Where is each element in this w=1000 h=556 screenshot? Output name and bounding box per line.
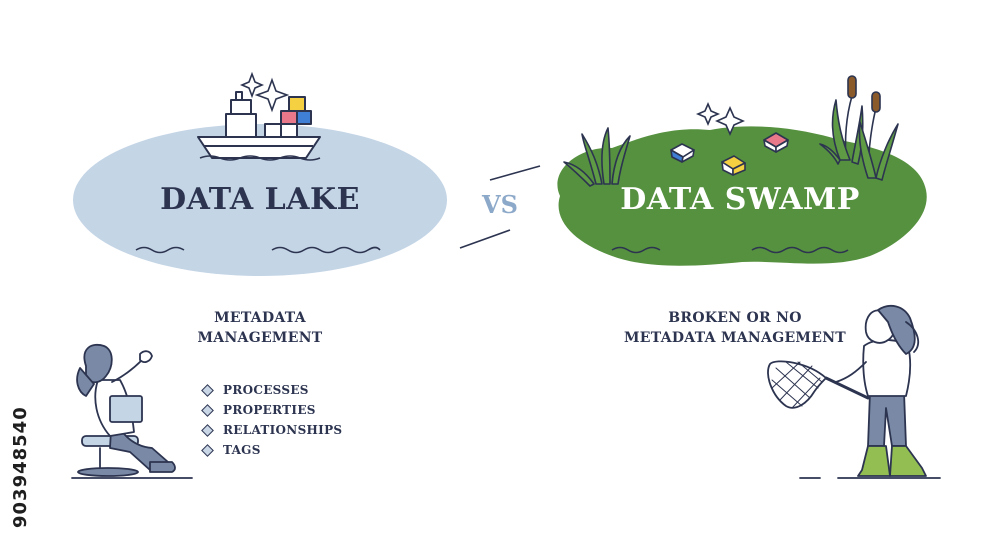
stock-id-text: 903948540 (10, 406, 31, 528)
caption-line: METADATA (214, 310, 306, 326)
diamond-bullet-icon (201, 383, 214, 397)
data-lake-title: DATA LAKE (160, 182, 360, 217)
list-item-label: PROCESSES (223, 383, 309, 397)
swamp-sparkle-icon (695, 101, 745, 136)
lake-waves (135, 246, 381, 254)
caption-line: METADATA MANAGEMENT (623, 330, 847, 346)
caption-line: MANAGEMENT (197, 330, 323, 346)
cattail-icon (819, 75, 899, 181)
list-item: TAGS (201, 440, 342, 460)
sparkle-icon (239, 71, 290, 113)
person-on-chair-icon (71, 344, 193, 479)
list-item: PROCESSES (201, 380, 342, 400)
broken-metadata-caption: BROKEN OR NO METADATA MANAGEMENT (610, 308, 860, 348)
data-lake-ellipse (73, 124, 447, 276)
cargo-ship-icon (197, 91, 321, 161)
vs-divider (459, 165, 541, 249)
swamp-waves (611, 246, 849, 254)
list-item: PROPERTIES (201, 400, 342, 420)
caption-line: BROKEN OR NO (668, 310, 802, 326)
diamond-bullet-icon (201, 403, 214, 417)
data-swamp-title: DATA SWAMP (620, 182, 860, 217)
reeds-icon (563, 127, 631, 187)
list-item-label: TAGS (223, 443, 261, 457)
vs-label: VS (482, 190, 518, 219)
stock-id-vertical: 903948540 (10, 406, 31, 528)
diamond-bullet-icon (201, 423, 214, 437)
metadata-items-list: PROCESSES PROPERTIES RELATIONSHIPS TAGS (201, 380, 343, 460)
data-swamp-blob (557, 126, 927, 266)
list-item-label: PROPERTIES (223, 403, 316, 417)
list-item: RELATIONSHIPS (201, 420, 343, 440)
person-with-net-icon (767, 304, 941, 479)
list-item-label: RELATIONSHIPS (223, 423, 343, 437)
floating-cube-icon (670, 132, 789, 176)
diamond-bullet-icon (201, 443, 214, 457)
metadata-management-caption: METADATA MANAGEMENT (180, 308, 340, 348)
